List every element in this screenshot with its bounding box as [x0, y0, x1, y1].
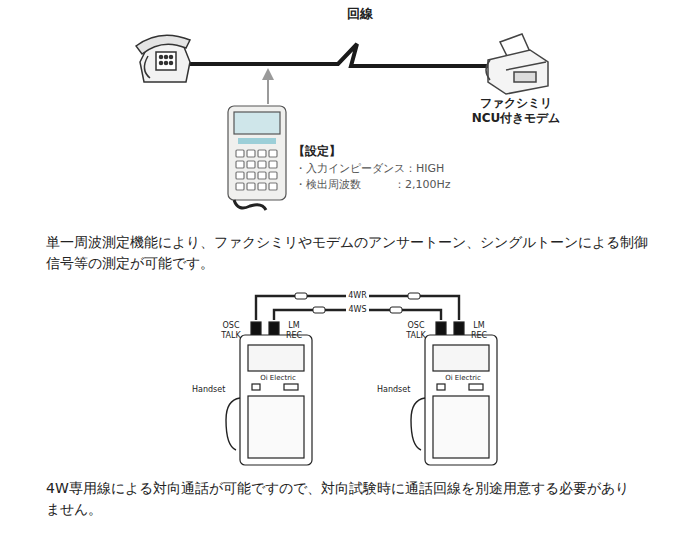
- node-text: Oi Electric: [433, 374, 493, 383]
- node-text: OSC TALK: [218, 321, 244, 341]
- tester-device-right: [436, 322, 446, 336]
- cable-joint: [295, 293, 307, 299]
- tester-device: [269, 183, 277, 190]
- cable-label: 4WR: [346, 292, 369, 301]
- node-text: 【設定】: [293, 144, 493, 159]
- tester-device-right: [425, 335, 497, 465]
- cable-joint: [313, 307, 325, 313]
- tester-device-left: [248, 345, 304, 371]
- telephone-icon: [160, 62, 163, 65]
- telephone-icon: [160, 56, 163, 59]
- node-text: Oi Electric: [248, 374, 308, 383]
- node-text: OSC TALK: [403, 321, 429, 341]
- tester-device: [247, 172, 255, 179]
- tester-device: [234, 112, 280, 134]
- note-text: 4W専用線による対向通話が可能ですので、対向試験時に通話回線を別途用意する必要が…: [46, 478, 642, 520]
- tester-device: [228, 106, 286, 200]
- line-label: 回線: [330, 4, 390, 24]
- tester-settings: 【設定】・入力インピーダンス：HIGH ・検出周波数 ：2,100Hz: [225, 100, 505, 212]
- line-symbol: [178, 44, 492, 66]
- tester-device: [236, 150, 244, 157]
- tester-device: [247, 183, 255, 190]
- tester-device-left: [284, 384, 298, 390]
- tester-device: [269, 172, 277, 179]
- device-label: ファクシミリ NCU付きモデム: [468, 96, 564, 130]
- tester-device: [258, 183, 266, 190]
- tester-device: [236, 172, 244, 179]
- telephone-icon: [165, 56, 168, 59]
- measurement-arrow: [268, 74, 269, 104]
- cable-joint: [408, 293, 420, 299]
- tester-device-right: [433, 396, 489, 458]
- node-text: LM REC: [281, 321, 307, 341]
- tester-device: [258, 172, 266, 179]
- node-text: ファクシミリ NCU付きモデム: [468, 96, 564, 126]
- tester-device-left: [248, 396, 304, 458]
- node-text: ・検出周波数 ：2,100Hz: [295, 178, 500, 192]
- tester-device-right: [437, 384, 445, 390]
- telephone-icon: [170, 62, 173, 65]
- tester-device-right: [469, 384, 483, 390]
- tester-device: [247, 161, 255, 168]
- tester-device-right: [411, 322, 497, 465]
- handset-label: Handset: [192, 384, 232, 396]
- fax-icon: [506, 62, 546, 70]
- telephone-icon: [156, 52, 176, 70]
- tester-device: [236, 150, 277, 190]
- tester-device: [269, 150, 277, 157]
- note-text: 単一周波測定機能により、ファクシミリやモデムのアンサートーン、シングルトーンによ…: [46, 232, 658, 274]
- tester-device-left: [251, 322, 261, 336]
- measurement-arrow: [267, 74, 269, 104]
- fax-icon: [514, 72, 536, 82]
- node-text: LM REC: [466, 321, 492, 341]
- tester-device: [236, 183, 244, 190]
- cable-joint: [390, 307, 402, 313]
- tester-device-left: [226, 398, 240, 450]
- tester-device-left: [252, 384, 260, 390]
- telephone-icon: [136, 35, 190, 82]
- tester-device: [234, 200, 266, 210]
- line-symbol: [178, 44, 492, 66]
- tester-right: OSC TALK LM REC Oi Electric: [403, 320, 499, 466]
- tester-device: [258, 161, 266, 168]
- tester-device-right: [411, 398, 425, 450]
- tester-left: OSC TALK LM REC Oi Electric: [218, 320, 314, 466]
- handset-label: Handset: [377, 384, 417, 396]
- cable-label: 4WS: [346, 306, 368, 315]
- fax-icon: [486, 34, 548, 94]
- node-text: ・入力インピーダンス：HIGH: [295, 162, 500, 176]
- tester-device: [228, 106, 286, 210]
- tester-device-left: [240, 335, 312, 465]
- tester-device: [247, 150, 255, 157]
- tester-device-left: [226, 322, 312, 465]
- fax-icon: [486, 60, 490, 80]
- tester-device: [258, 150, 266, 157]
- fax-icon: [488, 50, 548, 94]
- tester-device-right: [433, 345, 489, 371]
- telephone-icon: [170, 56, 173, 59]
- tester-device: [236, 161, 244, 168]
- tester-device-left: [269, 322, 279, 336]
- telephone-icon: [144, 56, 150, 78]
- tester-device: [269, 161, 277, 168]
- tester-device-right: [454, 322, 464, 336]
- telephone-icon: [165, 62, 168, 65]
- telephone-icon: [136, 35, 190, 54]
- tester-device: [238, 138, 276, 144]
